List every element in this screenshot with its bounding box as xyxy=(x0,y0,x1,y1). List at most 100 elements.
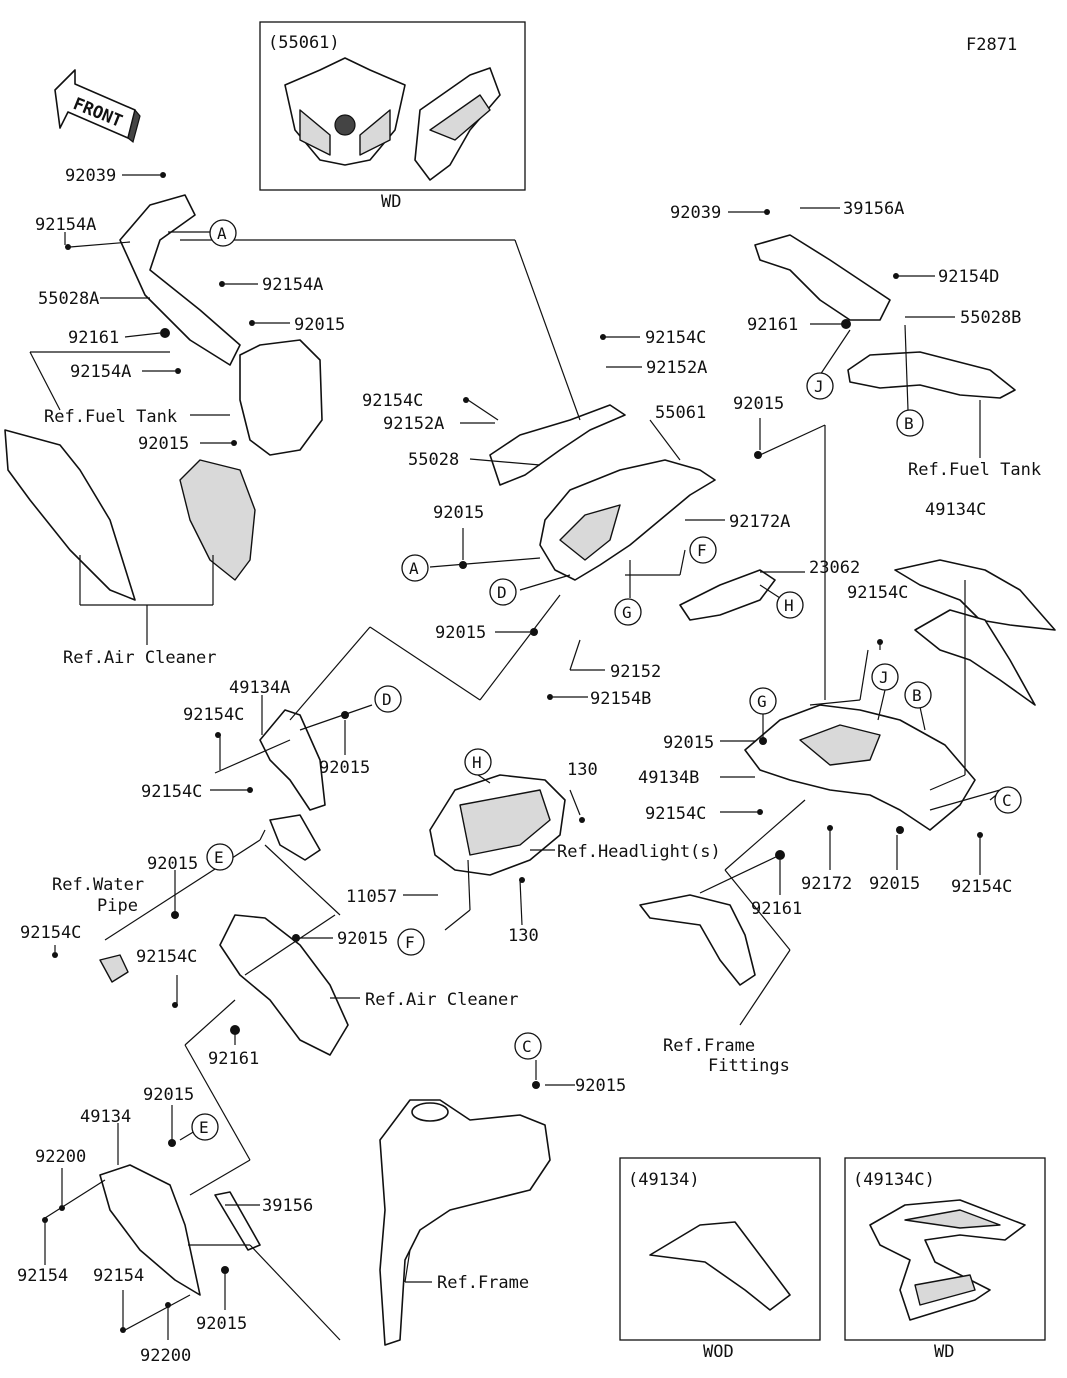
bolt-92154-2 xyxy=(120,1327,126,1333)
part-number: 92154C xyxy=(20,923,81,943)
collar-92015-9 xyxy=(292,934,300,942)
part-number: 92161 xyxy=(68,328,119,348)
part-number: 92154C xyxy=(141,782,202,802)
frame xyxy=(379,1099,551,1346)
collar-92015-4 xyxy=(459,561,467,569)
cover-55028 xyxy=(489,404,626,486)
kit-top-variant: WD xyxy=(381,192,401,212)
part-number: 39156 xyxy=(262,1196,313,1216)
cowl-49134b-detail xyxy=(799,724,881,766)
collar-92015-12 xyxy=(168,1139,176,1147)
part-number: 55028A xyxy=(38,289,99,309)
frame-steering-head xyxy=(411,1102,449,1122)
part-number: 92161 xyxy=(747,315,798,335)
kit-left-code: (49134) xyxy=(628,1170,700,1190)
part-number: 92015 xyxy=(294,315,345,335)
part-number: 92015 xyxy=(435,623,486,643)
part-number: 49134B xyxy=(638,768,699,788)
fuel-tank-side-left xyxy=(239,339,323,456)
ref-frame-fittings-line1: Ref.Frame xyxy=(663,1036,755,1056)
air-cleaner-left-part xyxy=(179,459,256,581)
cowl-kit-front-image xyxy=(284,57,406,166)
callout-e: E xyxy=(199,1118,209,1137)
right-upper-cover-assembly xyxy=(754,234,1016,399)
kit-side-graphic xyxy=(429,94,491,141)
ref-frame-fittings-line2: Fittings xyxy=(708,1056,790,1076)
part-number: 92154C xyxy=(136,947,197,967)
cowl-49134a xyxy=(259,709,326,811)
cowl-49134a-lower xyxy=(269,814,321,861)
headlight-internals xyxy=(459,789,551,856)
cowl-49134c-wd-image xyxy=(869,1199,1026,1321)
callout-g: G xyxy=(757,692,767,711)
part-number: 92200 xyxy=(140,1346,191,1366)
bolt-92154c-top xyxy=(600,334,606,340)
lower-left-cowl-49134 xyxy=(99,1164,261,1296)
kit-headlight-openings xyxy=(299,109,391,156)
part-number: 49134A xyxy=(229,678,290,698)
part-number: 92154C xyxy=(362,391,423,411)
part-number: 92154B xyxy=(590,689,651,709)
callout-e: E xyxy=(214,848,224,867)
fasteners xyxy=(42,172,983,1333)
frame-fittings-bracket xyxy=(639,894,756,986)
part-number: 55028B xyxy=(960,308,1021,328)
frame-main xyxy=(379,1099,551,1346)
part-number: 92015 xyxy=(733,394,784,414)
ref-water-pipe-line1: Ref.Water xyxy=(52,875,144,895)
bolt-92154c-r3 xyxy=(977,832,983,838)
callout-a: A xyxy=(409,559,419,578)
bolt-92154-1 xyxy=(42,1217,48,1223)
part-number: 92161 xyxy=(208,1049,259,1069)
part-number: 92152 xyxy=(610,662,661,682)
callout-h: H xyxy=(472,753,482,772)
part-number: 92015 xyxy=(319,758,370,778)
collar-92015-5 xyxy=(530,628,538,636)
ref-fuel-tank-left: Ref.Fuel Tank xyxy=(44,407,177,427)
cowl-49134c-lower xyxy=(914,609,1036,706)
part-number: 92154C xyxy=(183,705,244,725)
part-number: 92154D xyxy=(938,267,999,287)
part-number: 92039 xyxy=(65,166,116,186)
headlight-assembly xyxy=(429,774,566,876)
bolt-92154c-l1 xyxy=(215,732,221,738)
part-number: 92154A xyxy=(35,215,96,235)
callout-a: A xyxy=(217,224,227,243)
grommet-92161-3 xyxy=(230,1025,240,1035)
leader-lines xyxy=(29,174,1006,1341)
part-number: 23062 xyxy=(809,558,860,578)
bolt-92154c-l3 xyxy=(52,952,58,958)
bolt-92154d xyxy=(893,273,899,279)
bolt-92154a-1 xyxy=(65,244,71,250)
callout-g: G xyxy=(622,603,632,622)
callout-f: F xyxy=(405,933,415,952)
part-number: 92152A xyxy=(383,414,444,434)
part-number: 92154C xyxy=(951,877,1012,897)
grommet-92161-2 xyxy=(841,319,851,329)
fuel-tank-side-right xyxy=(847,351,1016,399)
part-number: 92015 xyxy=(575,1076,626,1096)
part-number: 130 xyxy=(508,926,539,946)
collar-92015-2 xyxy=(231,440,237,446)
grommet-92161-1 xyxy=(160,328,170,338)
part-number: 92154 xyxy=(17,1266,68,1286)
part-number: 92015 xyxy=(138,434,189,454)
kit-top-code: (55061) xyxy=(268,33,340,53)
front-arrow-icon: FRONT xyxy=(54,69,141,144)
part-number: 39156A xyxy=(843,199,904,219)
cowl-55061-detail xyxy=(559,504,621,561)
part-number: 92172 xyxy=(801,874,852,894)
part-number: 92154A xyxy=(262,275,323,295)
bolt-92154c-l4 xyxy=(172,1002,178,1008)
callout-d: D xyxy=(382,690,392,709)
cowl-49134 xyxy=(99,1164,201,1296)
ref-air-cleaner-top: Ref.Air Cleaner xyxy=(63,648,217,668)
bolt-92154a-2 xyxy=(219,281,225,287)
part-number-labels: 92039 92154A 92154A 55028A 92015 92161 9… xyxy=(17,166,1021,1366)
kit-right-code: (49134C) xyxy=(853,1170,935,1190)
left-side-cowl-49134a xyxy=(259,709,326,861)
kit-box-49134c: (49134C) WD xyxy=(844,1157,1046,1362)
part-number: 92152A xyxy=(646,358,707,378)
kit-emblem xyxy=(334,114,356,136)
cowl-49134-wod-image xyxy=(649,1221,791,1311)
